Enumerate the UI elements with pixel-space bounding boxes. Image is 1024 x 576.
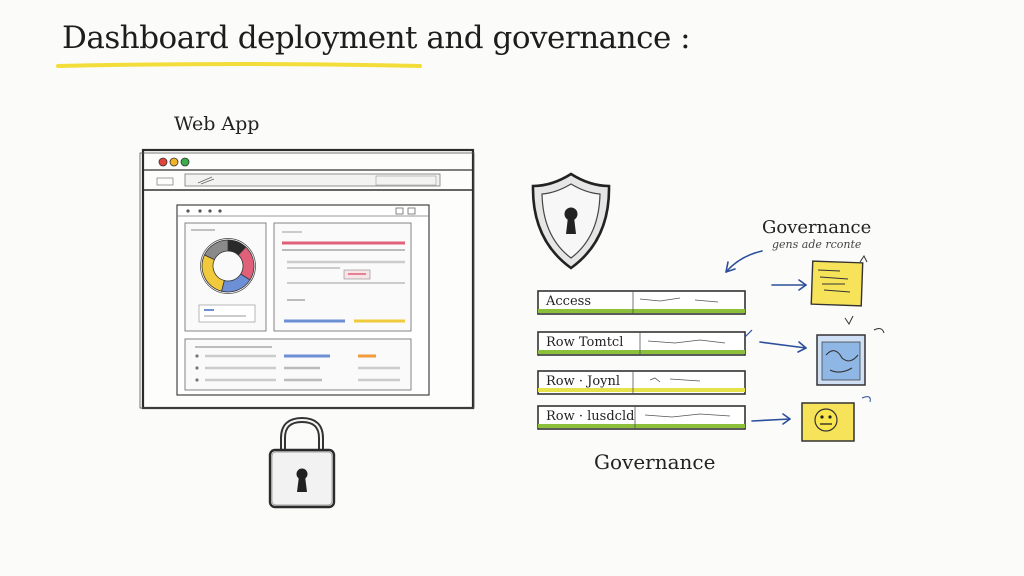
- padlock-icon: [268, 416, 336, 509]
- arrow-icon: [771, 279, 807, 291]
- governance-row-label: Row Tomtcl: [546, 335, 624, 350]
- governance-row-label: Access: [546, 294, 591, 309]
- governance-table: [537, 290, 753, 430]
- governance-top-label: Governance: [762, 217, 872, 238]
- donut-chart: [200, 238, 256, 294]
- shield-lock-icon: [531, 172, 611, 270]
- governance-top-sublabel: gens ade rconte: [772, 238, 862, 251]
- smiley-icon: [801, 402, 855, 442]
- web-app-window: [139, 148, 475, 410]
- arrow-icon: [725, 250, 763, 273]
- page-title: Dashboard deployment and governance :: [62, 20, 691, 56]
- governance-row: [537, 405, 746, 430]
- arrow-icon: [759, 341, 807, 353]
- governance-bottom-label: Governance: [594, 450, 716, 474]
- sticky-note-icon: [810, 255, 868, 307]
- governance-row-label: Row · lusdcld: [546, 409, 635, 424]
- governance-row: [537, 290, 746, 315]
- window-minimize-button: [169, 157, 179, 167]
- sticky-note-icon: [816, 315, 885, 403]
- donut-outline: [200, 238, 256, 294]
- title-highlight: [56, 62, 422, 68]
- governance-row-label: Row · Joynl: [546, 374, 621, 389]
- window-maximize-button: [180, 157, 190, 167]
- metrics-card: [273, 222, 412, 332]
- governance-row: [537, 370, 746, 395]
- governance-row: [537, 329, 753, 356]
- donut-segment: [203, 239, 229, 261]
- arrow-icon: [751, 413, 791, 425]
- window-close-button: [158, 157, 168, 167]
- web-app-label: Web App: [174, 113, 260, 135]
